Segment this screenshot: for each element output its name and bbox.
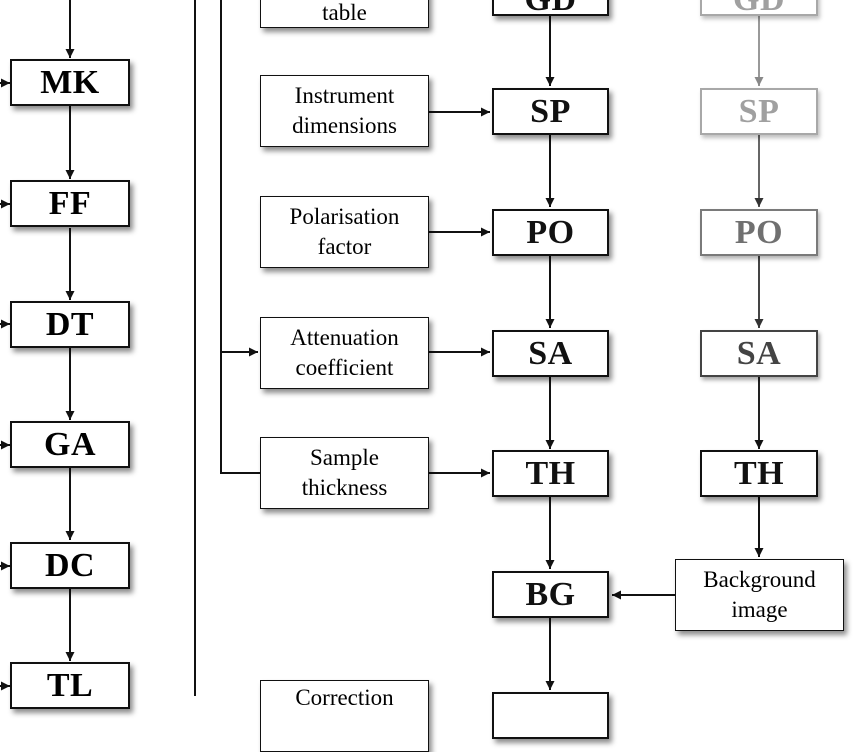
node-label: MK <box>40 63 100 101</box>
node-label: SP <box>530 92 571 130</box>
node-dc: DC <box>10 542 130 589</box>
input-line: factor <box>317 234 372 259</box>
node-label: SA <box>528 334 573 372</box>
node-label: GD <box>733 0 785 17</box>
node-gd-faded: GD <box>700 0 818 17</box>
node-sa-faded: SA <box>700 330 818 377</box>
bracket-connector <box>220 0 260 474</box>
node-gd: GD <box>492 0 609 17</box>
node-label: DT <box>45 305 95 343</box>
node-label: PO <box>734 213 784 251</box>
input-line: Sample <box>309 445 379 470</box>
node-label: FF <box>48 184 92 222</box>
node-label: DC <box>44 546 96 584</box>
node-po: PO <box>492 209 609 256</box>
input-line: coefficient <box>295 355 394 380</box>
input-background-image: Background image <box>675 559 844 631</box>
node-label: SP <box>738 92 780 130</box>
input-line: thickness <box>301 475 388 500</box>
input-table: table <box>260 0 429 28</box>
node-label: BG <box>525 575 576 613</box>
node-po-faded: PO <box>700 209 818 256</box>
node-label: TH <box>733 454 785 492</box>
node-partial-bottom <box>492 692 609 739</box>
node-sa: SA <box>492 330 609 377</box>
input-line: table <box>322 0 367 25</box>
node-mk: MK <box>10 59 130 106</box>
input-attenuation-coefficient: Attenuation coefficient <box>260 317 429 389</box>
node-tl: TL <box>10 662 130 709</box>
left-side-arrows <box>0 78 10 691</box>
input-line: Polarisation <box>289 204 400 229</box>
right-column-arrows <box>612 16 764 600</box>
input-line: Instrument <box>294 83 395 108</box>
input-line: image <box>731 597 788 622</box>
node-label: SA <box>736 334 782 372</box>
node-dt: DT <box>10 301 130 348</box>
input-sample-thickness: Sample thickness <box>260 437 429 509</box>
node-label: TL <box>46 666 94 704</box>
input-polarisation-factor: Polarisation factor <box>260 196 429 268</box>
node-label: GA <box>44 425 96 463</box>
node-ff: FF <box>10 180 130 227</box>
input-line: dimensions <box>292 113 397 138</box>
input-instrument-dimensions: Instrument dimensions <box>260 75 429 147</box>
node-bg: BG <box>492 571 609 618</box>
node-label: PO <box>526 213 575 251</box>
node-ga: GA <box>10 421 130 468</box>
input-arrows <box>429 107 490 478</box>
node-label: GD <box>525 0 577 17</box>
input-line: Attenuation <box>290 325 399 350</box>
flow-connectors <box>0 0 764 696</box>
node-sp-faded: SP <box>700 88 818 135</box>
input-correction: Correction <box>260 680 429 752</box>
input-line: Correction <box>295 685 394 710</box>
input-line: Background <box>703 567 816 592</box>
node-label: TH <box>525 454 576 492</box>
node-sp: SP <box>492 88 609 135</box>
node-th-right: TH <box>700 450 818 497</box>
node-th: TH <box>492 450 609 497</box>
